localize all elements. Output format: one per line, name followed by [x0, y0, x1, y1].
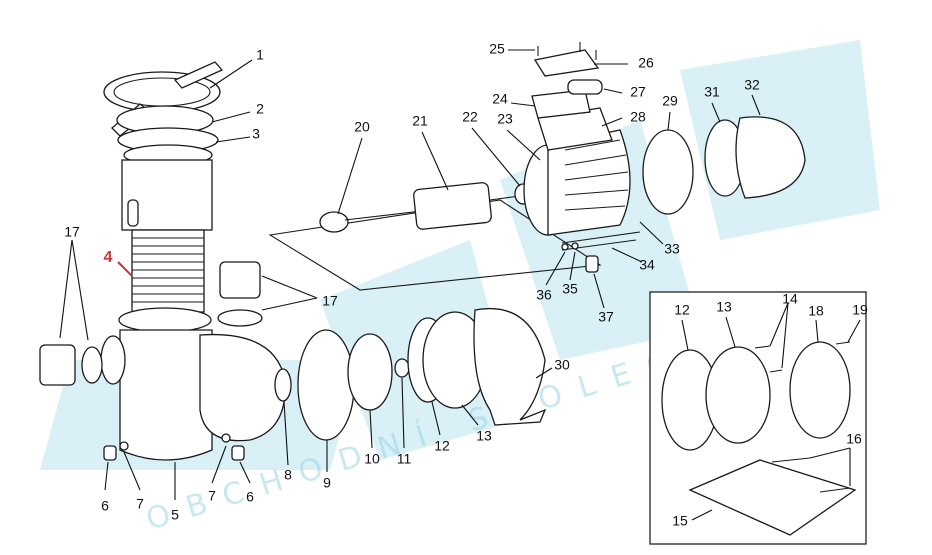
label-part-32: 32 — [744, 77, 760, 93]
lid-handle-right — [173, 61, 224, 89]
drain-plug-left — [103, 445, 117, 461]
nut-35 — [571, 242, 579, 250]
label-part-8: 8 — [284, 467, 292, 483]
label-part-29: 29 — [662, 93, 678, 109]
label-part-22: 22 — [462, 109, 478, 125]
part-labels: 1 2 3 4 5 6 6 7 7 8 9 10 11 12 13 17 17 … — [64, 41, 868, 529]
label-part-6-right: 6 — [246, 489, 254, 505]
label-part-33: 33 — [664, 241, 680, 257]
label-part-24: 24 — [492, 91, 508, 107]
seal-11 — [394, 358, 410, 378]
strainer-assembly — [100, 61, 286, 461]
bearing-20 — [319, 211, 349, 233]
inset-seal-plate-13 — [705, 346, 771, 444]
label-part-1: 1 — [256, 47, 264, 63]
housing-inlet — [100, 335, 126, 385]
fan-cover-32 — [735, 116, 806, 199]
union-left — [39, 344, 76, 386]
tie-rod-33 — [561, 231, 641, 244]
label-part-13: 13 — [476, 428, 492, 444]
inset-label-14: 14 — [782, 291, 798, 307]
label-part-17-right: 17 — [322, 293, 338, 309]
impeller-10 — [347, 333, 393, 411]
diffuser-9 — [297, 329, 355, 441]
inset-motor-flange-18 — [789, 341, 851, 439]
label-part-11: 11 — [397, 451, 412, 467]
drain-washer-left — [119, 441, 129, 451]
label-part-27: 27 — [630, 84, 646, 100]
terminal-cover-26 — [533, 49, 600, 77]
pump-housing — [119, 329, 213, 461]
label-part-37: 37 — [598, 309, 614, 325]
label-part-23: 23 — [497, 111, 513, 127]
strainer-top — [121, 159, 213, 231]
label-part-31: 31 — [704, 84, 720, 100]
label-part-9: 9 — [323, 475, 331, 491]
rear-shield-29 — [642, 129, 694, 215]
inset-label-19: 19 — [852, 302, 868, 318]
union-left-ring — [81, 346, 103, 384]
housing-collar — [118, 307, 212, 333]
inset-label-13: 13 — [716, 299, 732, 315]
basket-ribs — [132, 237, 204, 303]
stator-fins — [564, 139, 629, 211]
strainer-window — [127, 199, 139, 227]
terminal-block-24 — [531, 89, 591, 119]
label-part-2: 2 — [256, 101, 264, 117]
union-top — [219, 261, 261, 299]
label-part-4: 4 — [104, 249, 113, 266]
rotor-21 — [413, 182, 492, 230]
inset-screw-14b — [769, 369, 783, 373]
inset-label-16: 16 — [846, 431, 862, 447]
label-part-34: 34 — [639, 257, 655, 273]
label-part-3: 3 — [252, 126, 260, 142]
drain-plugs — [103, 433, 245, 461]
union-top-ring — [217, 309, 263, 327]
stator-housing-23 — [547, 129, 631, 236]
washer-36 — [561, 243, 569, 251]
label-part-10: 10 — [364, 451, 380, 467]
inset-screw-19 — [835, 341, 851, 345]
label-part-17-left: 17 — [64, 224, 80, 240]
inset-base-15 — [688, 459, 857, 536]
label-part-7-left: 7 — [136, 496, 144, 512]
inset-bolt-16b — [819, 487, 851, 493]
label-part-35: 35 — [562, 281, 578, 297]
unions — [39, 261, 263, 386]
foot-37 — [585, 255, 599, 273]
strainer-basket — [131, 229, 205, 313]
label-part-25: 25 — [489, 41, 505, 57]
o-ring-8 — [274, 368, 292, 402]
label-part-30: 30 — [554, 357, 570, 373]
drain-plug-right — [231, 445, 245, 461]
inset-parts — [661, 341, 857, 536]
inset-screw-14a — [754, 345, 771, 349]
housing-volute — [199, 333, 286, 442]
label-part-12: 12 — [434, 438, 450, 454]
label-part-28: 28 — [630, 109, 646, 125]
inset-label-15: 15 — [672, 513, 688, 529]
label-part-7-right: 7 — [208, 488, 216, 504]
drain-washer-right — [221, 433, 231, 443]
capacitor-27 — [567, 79, 603, 95]
leader-lines — [59, 49, 861, 521]
label-part-20: 20 — [354, 119, 370, 135]
label-part-36: 36 — [536, 287, 552, 303]
label-part-5: 5 — [171, 507, 179, 523]
inset-label-18: 18 — [808, 303, 824, 319]
inset-bolt-16a — [771, 457, 811, 463]
label-part-26: 26 — [638, 55, 654, 71]
label-part-21: 21 — [412, 113, 428, 129]
motor-bracket-30 — [473, 308, 547, 426]
inset-label-12: 12 — [674, 302, 690, 318]
label-part-6-left: 6 — [101, 498, 109, 514]
